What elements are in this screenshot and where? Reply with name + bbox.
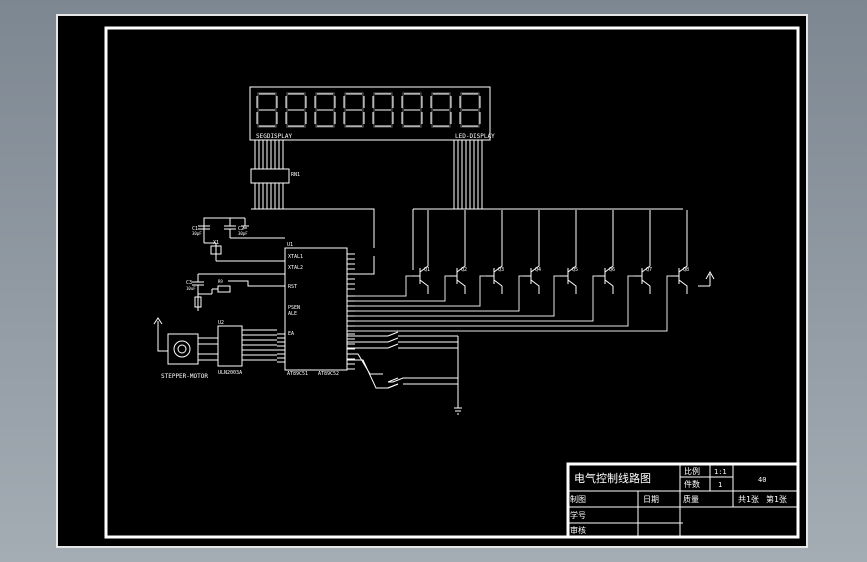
pin-ea: EA <box>288 331 294 337</box>
drawn-label: 制图 <box>570 494 586 504</box>
digit-3 <box>314 92 336 128</box>
key-switches[interactable] <box>347 331 462 415</box>
transistor-label-q7: Q7 <box>646 267 652 273</box>
driver-part: ULN2003A <box>218 370 242 376</box>
count-value: 1 <box>718 481 722 489</box>
motor-label: STEPPER-MOTOR <box>161 373 208 380</box>
crystal-ref: X1 <box>213 240 219 246</box>
seven-segment-display[interactable]: SEGDISPLAY LED-DISPLAY <box>249 86 495 141</box>
driver-ref: U2 <box>218 320 224 326</box>
transistor-q6: Q6 <box>597 210 615 294</box>
digit-7 <box>430 92 452 128</box>
sheet-index: 第1张 <box>766 494 787 504</box>
transistor-label-q2: Q2 <box>461 267 467 273</box>
date-label: 日期 <box>643 495 659 504</box>
pin-xtal1: XTAL1 <box>288 254 303 260</box>
weight-label: 质量 <box>683 494 699 504</box>
scale-value: 1:1 <box>714 468 727 476</box>
pin-psen: PSEN <box>288 305 300 311</box>
reset-resistor-ref: R9 <box>218 279 223 284</box>
resistor-pack: RN1 <box>250 168 300 184</box>
transistor-label-q6: Q6 <box>609 267 615 273</box>
cap3-ref: C3 <box>186 280 192 286</box>
port-wiring <box>355 275 671 332</box>
transistor-q1: Q1 <box>412 210 430 294</box>
digit-6 <box>401 92 423 128</box>
mcu-part: AT89C51 <box>287 371 308 377</box>
digit-1 <box>256 92 278 128</box>
pin-rst: RST <box>288 284 297 290</box>
mcu-ref: U1 <box>287 242 293 248</box>
uln2003-driver[interactable]: U2 ULN2003A <box>217 320 277 376</box>
resistor-pack-ref: RN1 <box>291 172 300 178</box>
segment-bus <box>251 140 375 275</box>
cap2-ref: C2 <box>238 226 244 232</box>
drawing-sheet[interactable]: SEGDISPLAY LED-DISPLAY RN1 U1 XTAL1 XTAL… <box>56 14 808 548</box>
display-left-label: SEGDISPLAY <box>256 133 293 140</box>
transistor-q3: Q3 <box>486 210 504 294</box>
schematic-canvas: SEGDISPLAY LED-DISPLAY RN1 U1 XTAL1 XTAL… <box>104 26 800 539</box>
reset-circuit: C3 10uF R9 <box>186 273 285 311</box>
pin-xtal2: XTAL2 <box>288 265 303 271</box>
transistor-q8: Q8 <box>671 210 689 294</box>
cap3-value: 10uF <box>186 286 196 291</box>
digit-bus <box>412 140 683 270</box>
digit-5 <box>372 92 394 128</box>
transistor-label-q5: Q5 <box>572 267 578 273</box>
drawing-title: 电气控制线路图 <box>574 471 651 485</box>
mcu-chip-label: AT89C52 <box>318 371 339 377</box>
count-label: 件数 <box>684 479 700 489</box>
transistor-label-q1: Q1 <box>424 267 430 273</box>
digit-4 <box>343 92 365 128</box>
cap2-value: 30pF <box>238 231 248 236</box>
mcu-chip[interactable]: U1 XTAL1 XTAL2 RST PSEN ALE EA AT89C51 A… <box>277 242 355 377</box>
transistor-q5: Q5 <box>560 210 578 294</box>
transistor-label-q4: Q4 <box>535 267 541 273</box>
transistor-array: Q1 Q2 Q3 Q4 Q5 Q6 Q7 Q8 <box>412 210 715 294</box>
scale-label: 比例 <box>684 466 700 476</box>
cap1-ref: C1 <box>192 226 198 232</box>
inner-frame <box>104 26 800 539</box>
cap1-value: 30pF <box>192 231 202 236</box>
transistor-q4: Q4 <box>523 210 541 294</box>
oscillator-circuit: C1 30pF C2 30pF X1 <box>192 217 285 262</box>
sheet-total: 共1张 <box>738 495 759 504</box>
transistor-label-q8: Q8 <box>683 267 689 273</box>
digit-2 <box>285 92 307 128</box>
digit-8 <box>459 92 481 128</box>
display-right-label: LED-DISPLAY <box>455 133 495 140</box>
check-label: 审核 <box>570 525 586 535</box>
pin-ale: ALE <box>288 311 297 317</box>
transistor-q7: Q7 <box>634 210 652 294</box>
transistor-label-q3: Q3 <box>498 267 504 273</box>
transistor-q2: Q2 <box>449 210 467 294</box>
student-no-label: 学号 <box>570 510 586 520</box>
drawing-no: 40 <box>758 476 766 484</box>
title-block: 电气控制线路图 比例 1:1 件数 1 40 制图 日期 质量 共1张 第1张 … <box>566 462 800 539</box>
stepper-motor[interactable]: STEPPER-MOTOR <box>153 317 218 380</box>
